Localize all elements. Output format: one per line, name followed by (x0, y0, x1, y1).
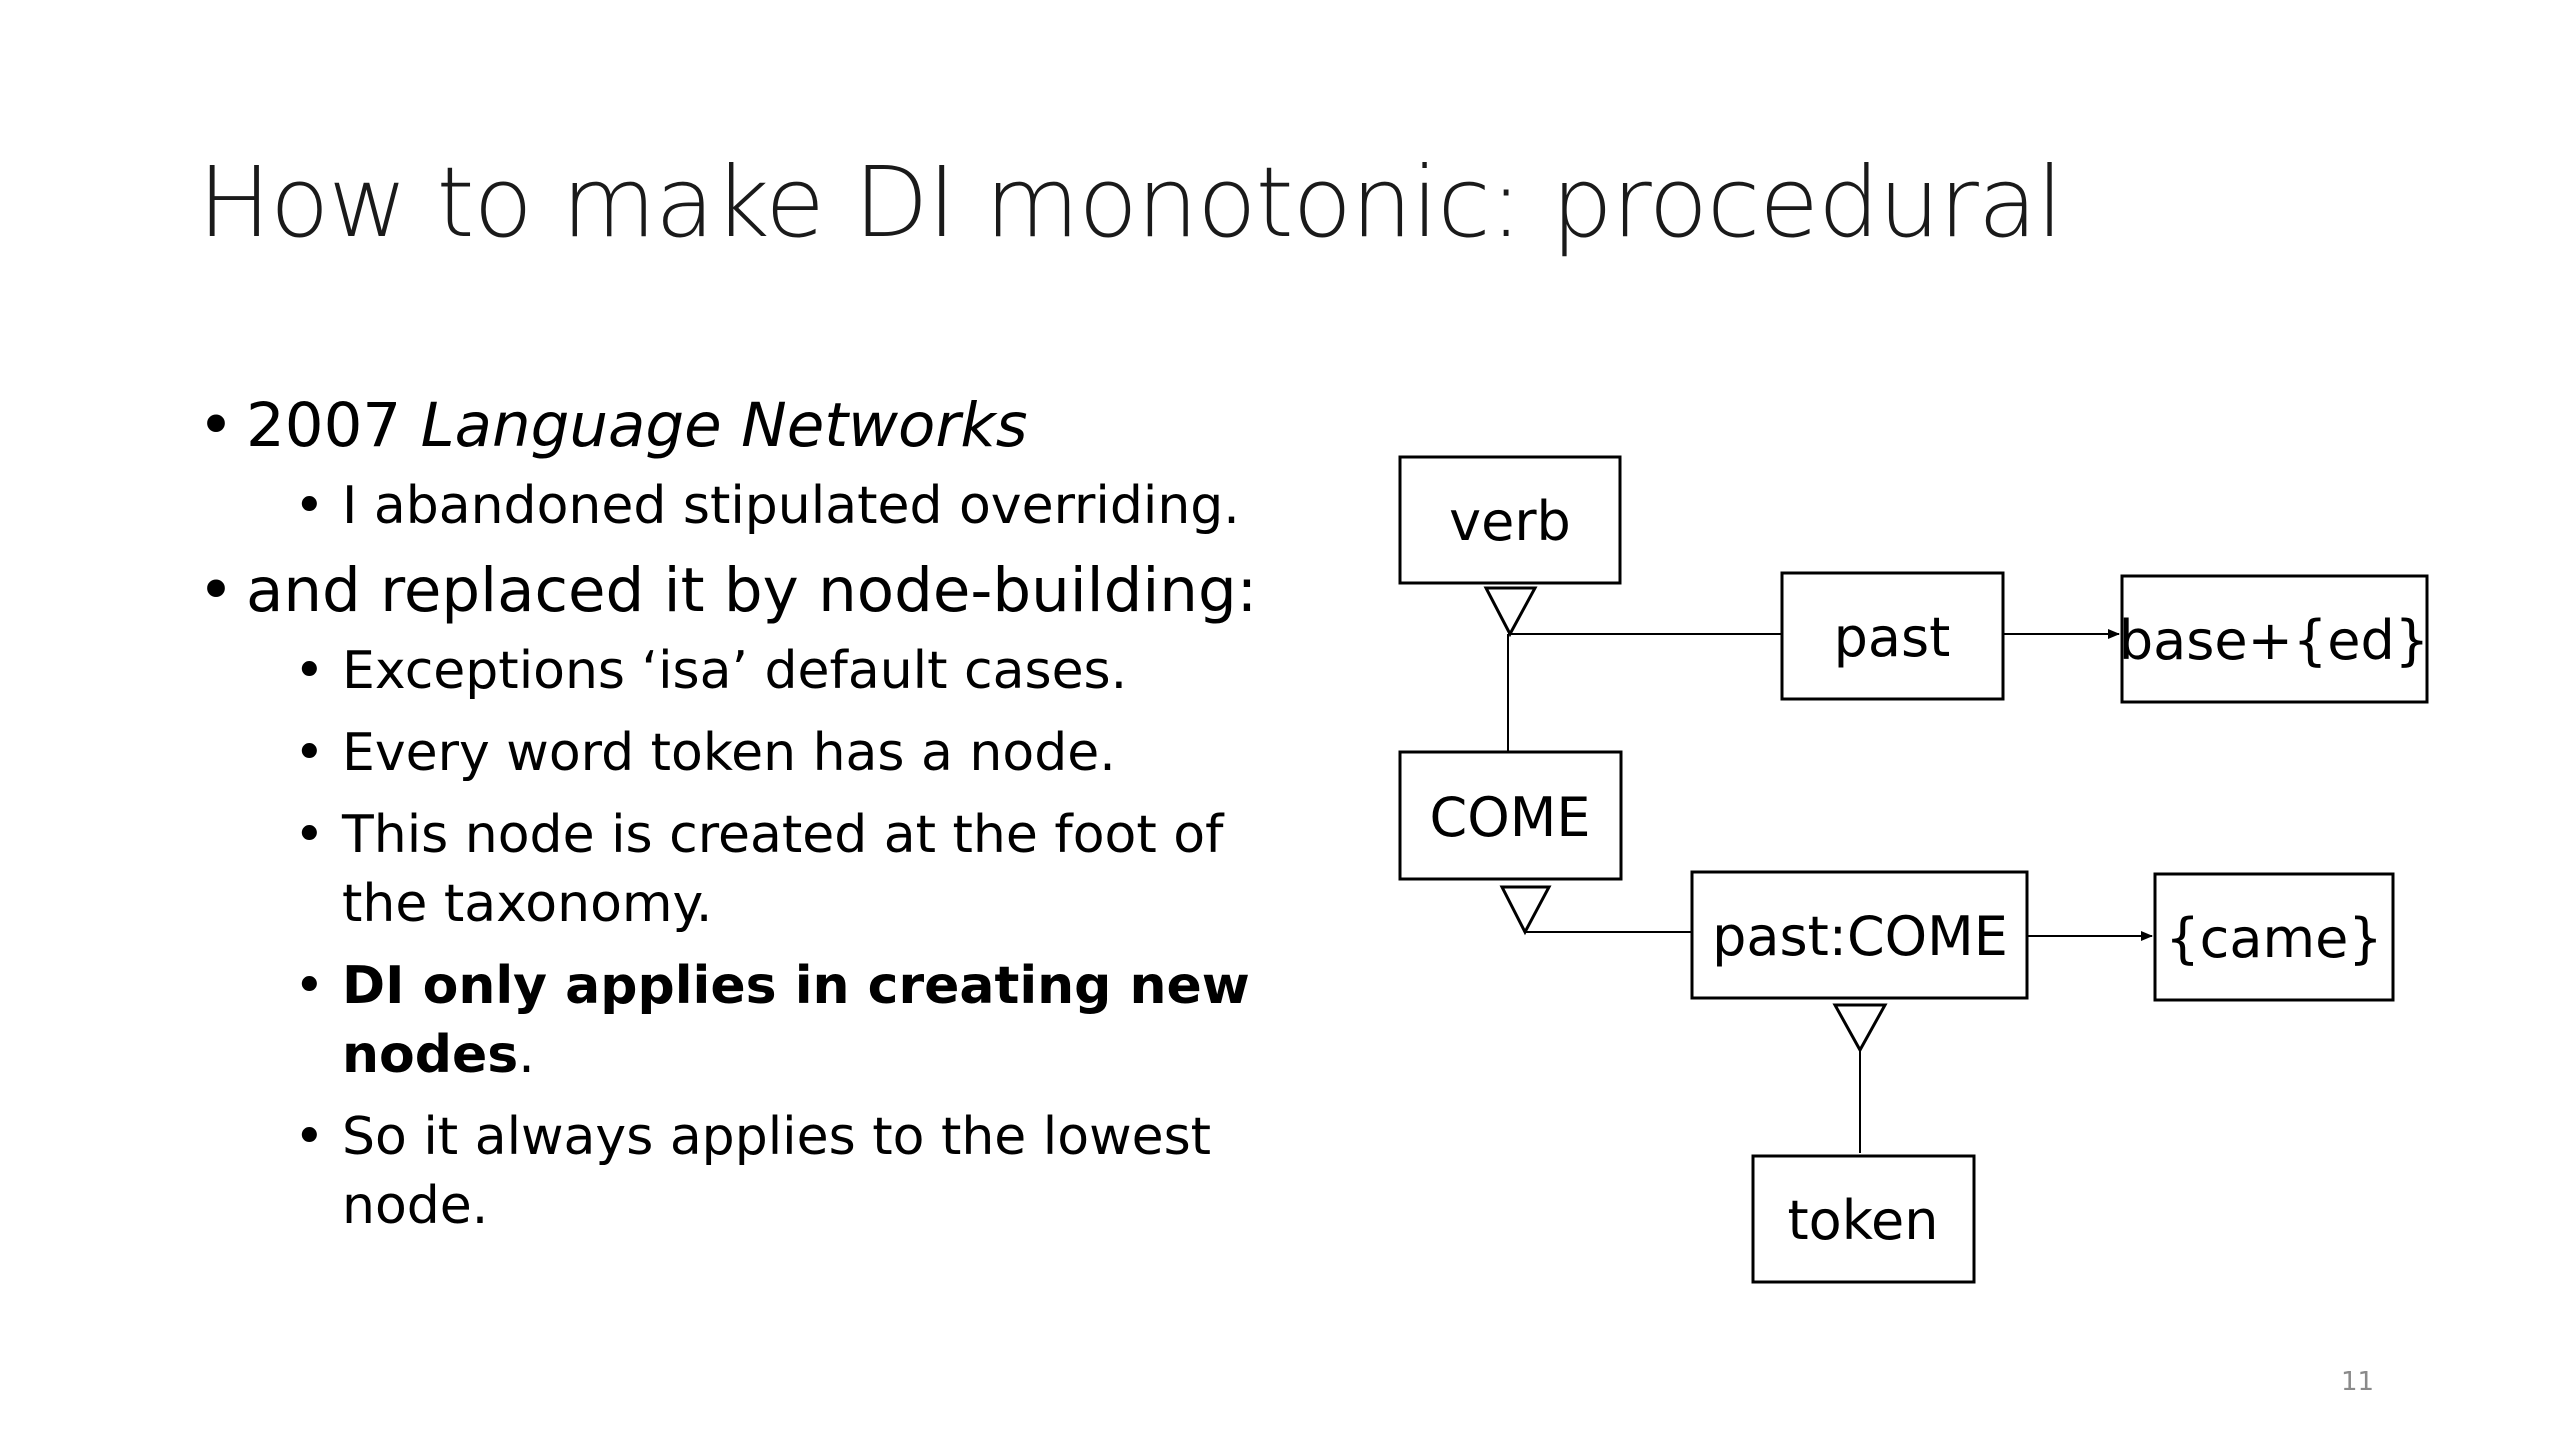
sub-bullet-foot-of-taxonomy: This node is created at the foot of the t… (294, 801, 1328, 939)
sub-bullet-line: node. (342, 1175, 489, 1236)
node-label: base+{ed} (2119, 609, 2429, 672)
node-past: past (1780, 571, 2005, 701)
sub-bullet-line: So it always applies to the lowest (342, 1106, 1212, 1167)
node-label: past (1834, 606, 1951, 669)
bullet-language-networks: 2007 Language Networks (198, 390, 1328, 462)
sub-bullet-line: the taxonomy. (342, 873, 713, 934)
node-label: {came} (2165, 907, 2382, 970)
bullet-list: 2007 Language Networks I abandoned stipu… (198, 390, 1328, 1254)
node-label: token (1787, 1189, 1938, 1252)
node-label: COME (1430, 786, 1591, 849)
bold-text: nodes (342, 1024, 519, 1085)
sub-bullet-period: . (518, 1024, 535, 1085)
node-past-come: past:COME (1690, 870, 2029, 1000)
node-come: COME (1398, 750, 1623, 881)
bullet-year: 2007 (246, 390, 421, 461)
slide-title: How to make DI monotonic: procedural (198, 146, 2063, 259)
bold-text: DI only applies in creating new (342, 955, 1250, 1016)
isa-triangle-pastcome (1832, 1003, 1888, 1054)
node-base-ed: base+{ed} (2119, 574, 2429, 704)
bullet-node-building: and replaced it by node-building: (198, 555, 1328, 627)
sub-bullet-di-only: DI only applies in creating new nodes. (294, 952, 1328, 1090)
node-verb: verb (1398, 455, 1622, 585)
isa-triangle-verb (1483, 586, 1538, 638)
sub-bullet-abandoned: I abandoned stipulated overriding. (294, 472, 1328, 541)
sub-bullet-lowest-node: So it always applies to the lowest node. (294, 1103, 1328, 1241)
node-token: token (1751, 1154, 1976, 1284)
sub-bullet-exceptions: Exceptions ‘isa’ default cases. (294, 637, 1328, 706)
node-label: verb (1449, 490, 1571, 553)
page-number: 11 (2341, 1367, 2375, 1397)
sub-bullet-word-token: Every word token has a node. (294, 719, 1328, 788)
isa-triangle-come (1499, 885, 1552, 936)
node-label: past:COME (1712, 905, 2008, 968)
sub-bullet-line: This node is created at the foot of (342, 804, 1224, 865)
node-came: {came} (2153, 872, 2395, 1002)
bullet-book-title: Language Networks (420, 390, 1028, 461)
